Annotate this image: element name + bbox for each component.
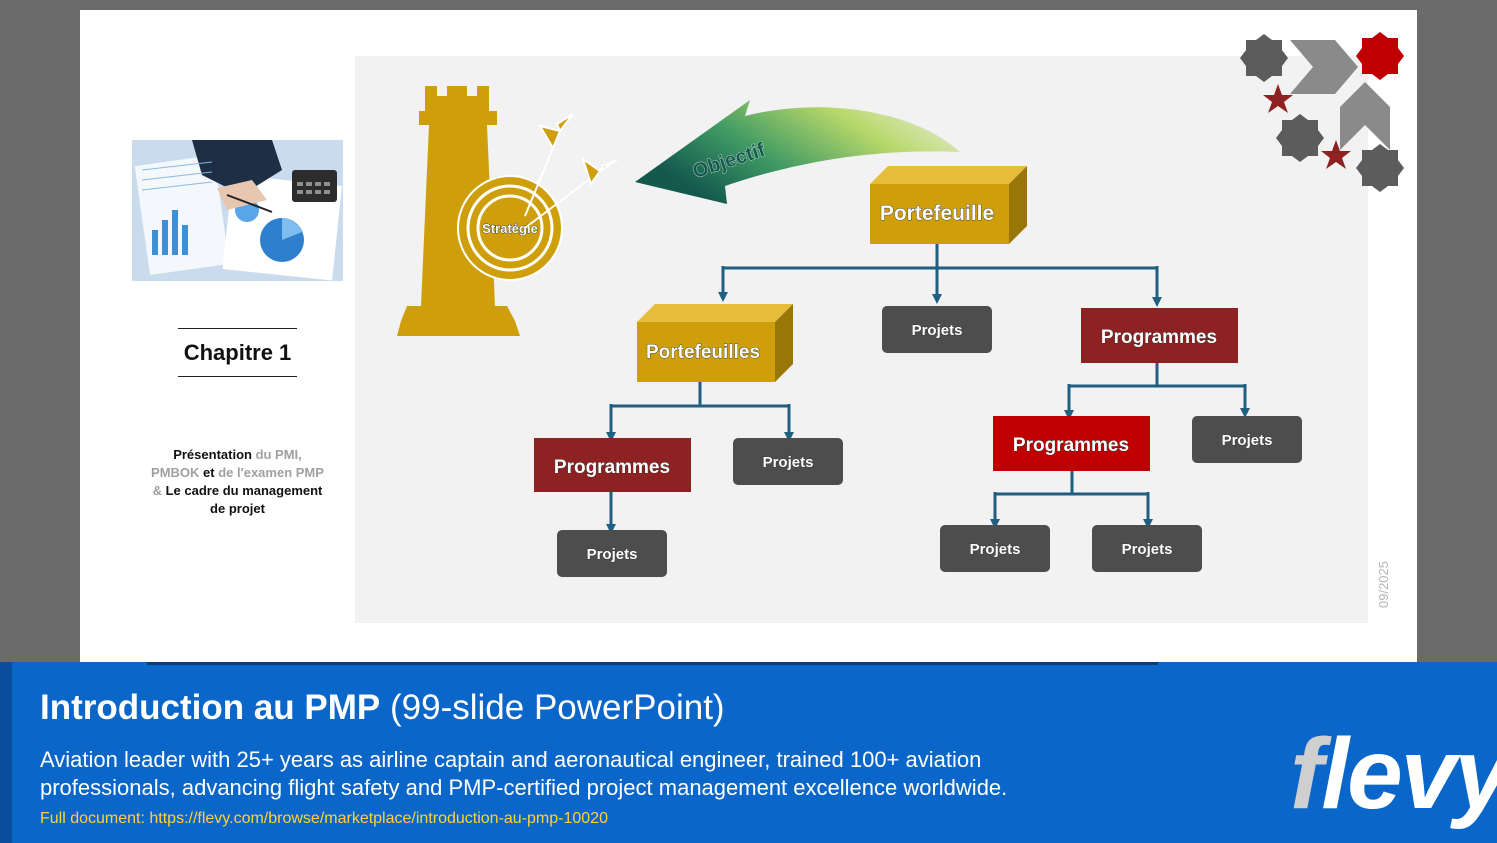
slide: Chapitre 1 Présentation du PMI, PMBOK et…	[80, 10, 1417, 665]
strategy-label: Stratégie	[482, 221, 538, 236]
desc-part-3: PMBOK	[151, 465, 200, 480]
projets-right-bottom-2-label: Projets	[1122, 541, 1173, 558]
document-link[interactable]: Full document: https://flevy.com/browse/…	[40, 810, 608, 827]
title-bold: Introduction au PMP	[40, 688, 381, 727]
star-arrows-logo	[1240, 32, 1404, 192]
programmes-right-inner-label: Programmes	[1013, 435, 1129, 456]
flevy-logo-f: f	[1290, 718, 1323, 830]
programmes-right-label: Programmes	[1101, 327, 1217, 348]
portefeuille-label: Portefeuille	[880, 202, 994, 225]
projets-box-right-bottom-1	[940, 525, 1050, 572]
programmes-box-left	[534, 438, 691, 492]
desc-part-2: du PMI,	[251, 447, 302, 462]
desc-part-5: de l'examen PMP &	[152, 465, 324, 498]
flevy-logo[interactable]: flevy	[1290, 724, 1497, 824]
portefeuilles-box	[637, 304, 793, 382]
portefeuille-box	[870, 166, 1027, 244]
projets-right-bottom-1-label: Projets	[970, 541, 1021, 558]
dart-icon	[524, 113, 618, 229]
projets-center-label: Projets	[912, 322, 963, 339]
target-icon	[457, 175, 563, 281]
date-fragment: 09/2025	[1376, 561, 1391, 608]
banner-edge	[0, 662, 12, 843]
projets-right-label: Projets	[1222, 432, 1273, 449]
projets-box-right-bottom-2	[1092, 525, 1202, 572]
portfolio-diagram: Stratégie Objectif	[355, 56, 1368, 623]
portefeuilles-label: Portefeuilles	[646, 342, 760, 363]
programmes-box-right-inner	[993, 416, 1150, 471]
programmes-left-label: Programmes	[554, 457, 670, 478]
desc-part-1: Présentation	[173, 447, 252, 462]
chapter-title: Chapitre 1	[178, 328, 297, 377]
document-banner: Introduction au PMP (99-slide PowerPoint…	[0, 662, 1497, 843]
desc-part-6: Le cadre du management de projet	[165, 483, 323, 516]
objective-arrow	[635, 100, 960, 204]
finance-photo	[132, 140, 343, 281]
projets-left-label: Projets	[763, 454, 814, 471]
chapter-description: Présentation du PMI, PMBOK et de l'exame…	[150, 446, 325, 518]
projets-left-bottom-label: Projets	[587, 546, 638, 563]
projets-box-left-bottom	[557, 530, 667, 577]
flevy-logo-rest: levy	[1321, 718, 1497, 830]
desc-part-4: et	[199, 465, 219, 480]
document-subtitle: Aviation leader with 25+ years as airlin…	[40, 747, 1008, 800]
projets-box-right	[1192, 416, 1302, 463]
document-title: Introduction au PMP (99-slide PowerPoint…	[40, 688, 725, 728]
title-light: (99-slide PowerPoint)	[380, 688, 725, 727]
projets-box-center	[882, 306, 992, 353]
banner-top-line	[147, 662, 1158, 665]
projets-box-left	[733, 438, 843, 485]
programmes-box-right	[1081, 308, 1238, 363]
